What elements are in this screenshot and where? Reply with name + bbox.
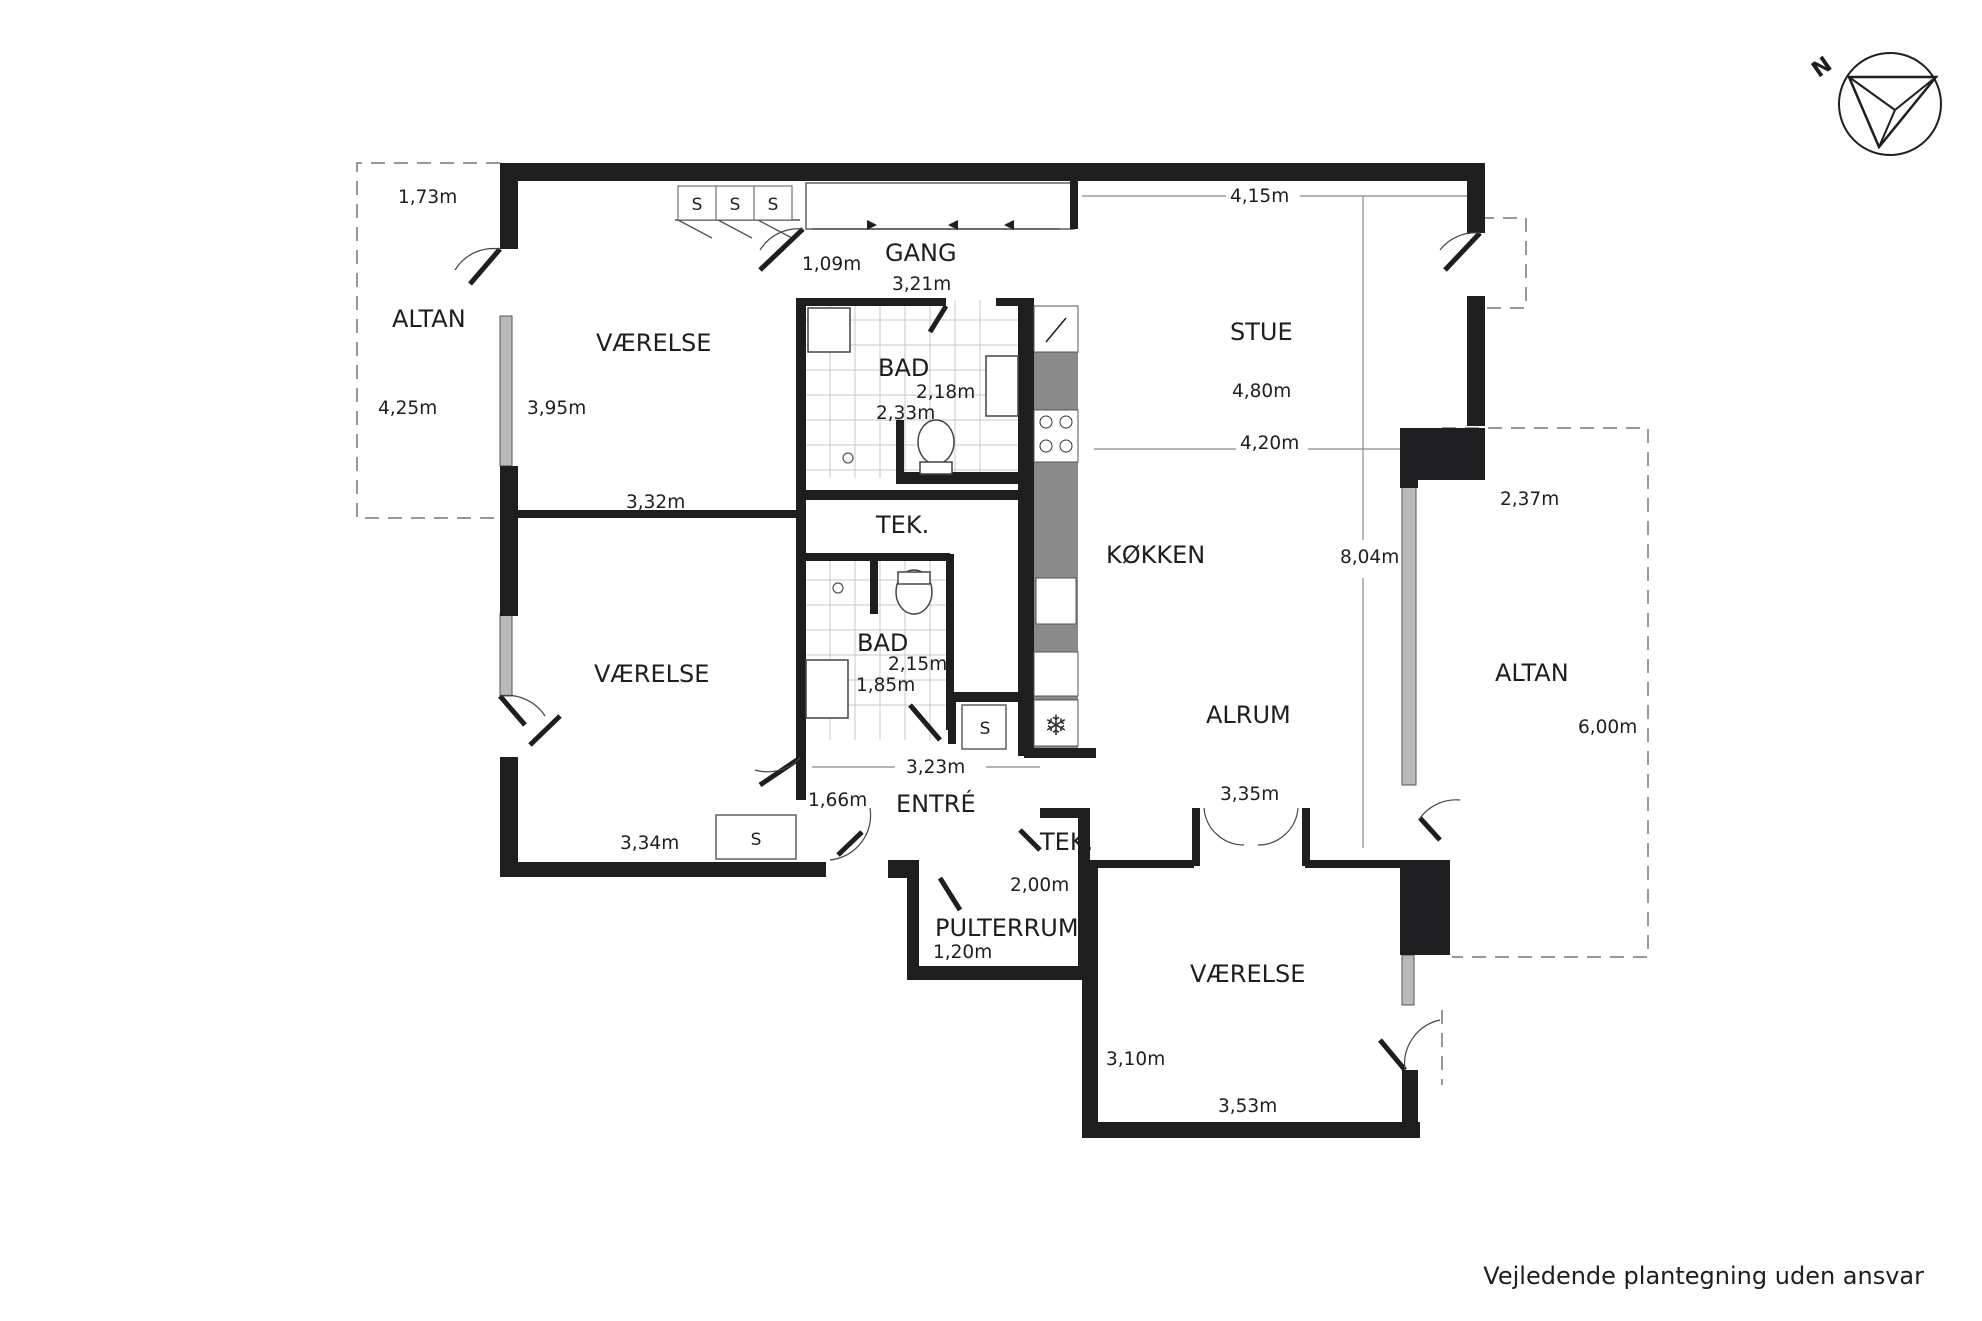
altan-left-outline — [356, 162, 500, 519]
window-vaerelse-mid — [499, 613, 513, 697]
dim-bad-top-depth: 2,33m — [876, 403, 935, 424]
storage-label: S — [980, 719, 991, 739]
dim-stue-depth: 4,80m — [1232, 381, 1291, 402]
storage-label: S — [730, 195, 741, 215]
room-label-pulterrum: PULTERRUM — [935, 914, 1079, 942]
toilet-top — [917, 419, 955, 465]
room-label-koekken: KØKKEN — [1106, 541, 1205, 569]
bath-fixtures — [805, 307, 1019, 719]
room-label-tek-mid: TEK. — [875, 511, 929, 539]
closet-diag-3 — [757, 219, 793, 239]
compass: N — [1807, 52, 1942, 156]
room-labels: ALTAN VÆRELSE GANG BAD STUE TEK. KØKKEN … — [392, 239, 1569, 988]
dim-bad-mid-depth: 1,85m — [856, 675, 915, 696]
room-label-altan-right: ALTAN — [1495, 659, 1569, 687]
window-altan-left — [499, 315, 513, 467]
storage-label: S — [692, 195, 703, 215]
dim-bad-top-width: 2,18m — [916, 382, 975, 403]
doors — [468, 227, 1482, 1072]
compass-north-label: N — [1807, 52, 1836, 83]
room-label-altan-left: ALTAN — [392, 305, 466, 333]
room-label-tek-small: TEK. — [1039, 828, 1093, 856]
dim-stue-width: 4,15m — [1230, 186, 1289, 207]
room-label-vaerelse-mid: VÆRELSE — [594, 660, 709, 688]
dim-pulterrum-depth: 1,20m — [933, 942, 992, 963]
room-label-gang: GANG — [885, 239, 957, 267]
window-vaerelse-bottom — [1401, 954, 1415, 1006]
window-altan-right — [1401, 484, 1417, 786]
dim-entre-width: 3,23m — [906, 757, 965, 778]
sink-top — [985, 355, 1019, 417]
balcony-outlines — [356, 162, 1649, 1085]
dim-bad-mid-width: 2,15m — [888, 654, 947, 675]
storage-label: S — [768, 195, 779, 215]
dim-pulterrum-width: 2,00m — [1010, 875, 1069, 896]
shower-heads — [832, 452, 854, 594]
disclaimer-text: Vejledende plantegning uden ansvar — [1483, 1262, 1924, 1290]
dim-gang-door: 1,09m — [802, 254, 861, 275]
compass-arrow-icon — [1847, 75, 1939, 150]
dimension-labels: 1,73m 1,09m 3,21m 4,15m 4,25m 3,95m 2,18… — [378, 186, 1637, 1117]
compass-circle — [1838, 52, 1942, 156]
dimension-lines — [812, 195, 1470, 848]
altan-small-right-outline — [1480, 217, 1527, 309]
kitchen-sink — [1035, 577, 1077, 625]
room-label-alrum: ALRUM — [1206, 701, 1291, 729]
gang-arrows — [867, 220, 1014, 230]
shower-tray-top — [807, 307, 851, 353]
entre-closet — [961, 704, 1007, 750]
dim-vaerelse-top-width: 3,32m — [626, 492, 685, 513]
freezer — [1033, 699, 1079, 747]
sink-mid — [805, 659, 849, 719]
dim-koekken-width: 4,20m — [1240, 433, 1299, 454]
closet-diag-2 — [717, 219, 753, 239]
room-label-stue: STUE — [1230, 318, 1293, 346]
storage-label: S — [751, 830, 762, 850]
oven — [1033, 651, 1079, 697]
dim-altan-left-depth: 4,25m — [378, 398, 437, 419]
door-arcs — [454, 228, 1481, 1071]
dim-vaerelse-bottom-height: 3,10m — [1106, 1049, 1165, 1070]
altan-right-outline — [1442, 427, 1649, 958]
dim-vaerelse-bottom-door: 3,35m — [1220, 784, 1279, 805]
room-label-bad-mid: BAD — [857, 629, 908, 657]
dim-altan-right-width: 2,37m — [1500, 489, 1559, 510]
thin-outlines — [675, 182, 1075, 860]
dim-vaerelse-mid-width: 3,34m — [620, 833, 679, 854]
dim-entre-door: 1,66m — [808, 790, 867, 811]
room-label-entre: ENTRÉ — [896, 789, 976, 818]
dim-alrum-depth: 8,04m — [1340, 547, 1399, 568]
kitchen-counter: ❄ — [1033, 305, 1079, 748]
dim-vaerelse-top-height: 3,95m — [527, 398, 586, 419]
room-label-vaerelse-top: VÆRELSE — [596, 329, 711, 357]
dim-altan-left-width: 1,73m — [398, 187, 457, 208]
storage-labels: S S S S S — [677, 185, 991, 850]
dim-vaerelse-bottom-width: 3,53m — [1218, 1096, 1277, 1117]
room-label-vaerelse-bottom: VÆRELSE — [1190, 960, 1305, 988]
dim-altan-right-depth: 6,00m — [1578, 717, 1637, 738]
vaerelse-closet — [715, 814, 797, 860]
closet-diag-1 — [677, 219, 713, 239]
gang-corridor — [805, 182, 1075, 230]
room-label-bad-top: BAD — [878, 354, 929, 382]
stove — [1033, 409, 1079, 463]
dim-gang-length: 3,21m — [892, 274, 951, 295]
snowflake-icon: ❄ — [1044, 709, 1067, 742]
walls — [500, 163, 1485, 1138]
